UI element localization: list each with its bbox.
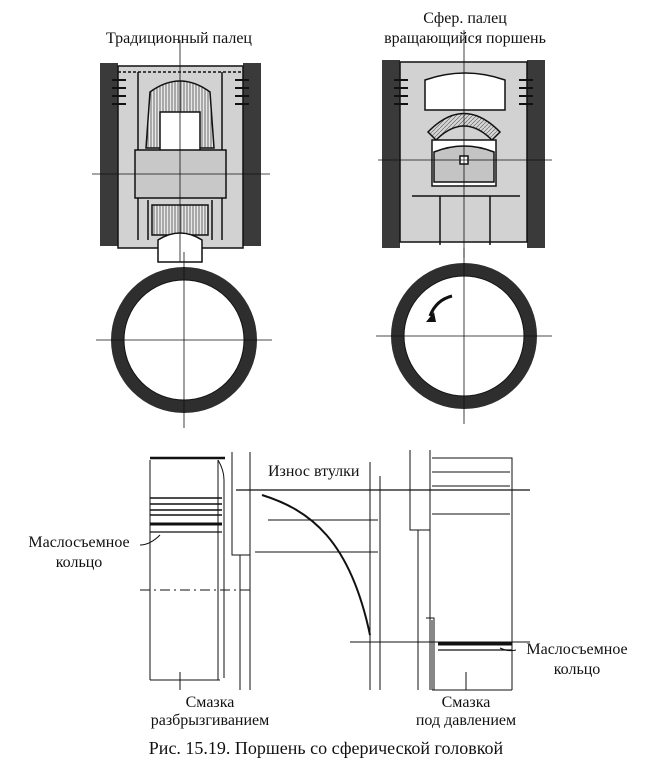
spherical-piston-ring — [376, 248, 552, 424]
label-splash-line1: Смазка — [185, 694, 235, 711]
label-spherical-pin-line2: вращающийся поршень — [384, 30, 546, 47]
figure-caption: Рис. 15.19. Поршень со сферической голов… — [148, 738, 504, 758]
spherical-piston-section — [378, 30, 552, 258]
label-pressure-line2: под давлением — [415, 712, 517, 729]
label-oil-ring-left-line1: Маслосъемное — [28, 534, 130, 551]
traditional-piston-section — [92, 40, 270, 263]
traditional-piston-ring — [96, 252, 272, 428]
label-pressure-line1: Смазка — [441, 694, 491, 711]
label-spherical-pin-line1: Сфер. палец — [423, 10, 507, 27]
label-liner-wear: Износ втулки — [268, 463, 360, 481]
label-oil-ring-right-line1: Маслосъемное — [526, 641, 628, 658]
label-traditional-pin: Традиционный палец — [106, 30, 252, 47]
liner-wear-schematic — [139, 450, 530, 691]
label-splash-line2: разбрызгиванием — [150, 712, 270, 729]
bottom-ticks — [179, 672, 467, 690]
label-oil-ring-left-line2: кольцо — [55, 554, 103, 571]
label-oil-ring-right-line2: кольцо — [553, 661, 601, 678]
